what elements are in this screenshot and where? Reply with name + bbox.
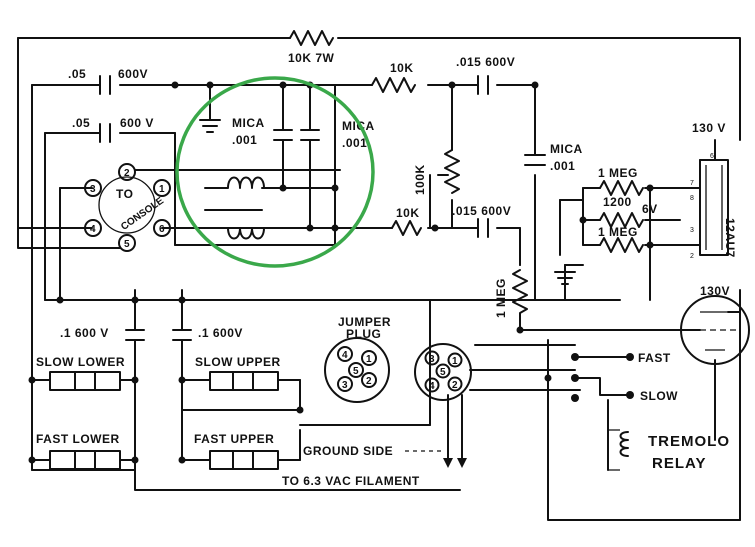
svg-text:2: 2 xyxy=(366,376,372,387)
resistor-upper-label: 10K xyxy=(390,61,414,75)
coupling-bottom-label: .015 600V xyxy=(452,204,511,218)
mica-right-name: MICA xyxy=(342,119,375,133)
resistor-grid1-label: 1 MEG xyxy=(598,166,638,180)
ground-side-note: GROUND SIDE xyxy=(303,444,393,458)
svg-text:4: 4 xyxy=(342,350,348,361)
cap-mica-left: MICA .001 xyxy=(199,116,293,147)
mica-right-value: .001 xyxy=(342,136,367,150)
svg-text:3: 3 xyxy=(690,227,694,234)
resistor-top-label: 10K 7W xyxy=(288,51,335,65)
svg-text:8: 8 xyxy=(690,195,694,202)
jumper-title-1: JUMPER xyxy=(338,315,391,329)
svg-text:5: 5 xyxy=(124,239,130,250)
resistor-plate-label: 1 MEG xyxy=(494,278,508,318)
svg-text:2: 2 xyxy=(452,380,458,391)
svg-text:6: 6 xyxy=(710,153,714,160)
resistor-cathode: 1200 6V xyxy=(599,195,658,228)
fast-lower-label: FAST LOWER xyxy=(36,432,120,446)
resistor-lower-label: 10K xyxy=(396,206,420,220)
console-to-label: TO xyxy=(116,187,133,201)
fast-upper-label: FAST UPPER xyxy=(194,432,274,446)
thyratron-tube: 130V xyxy=(680,284,750,365)
svg-text:5: 5 xyxy=(440,367,446,378)
slow-upper-label: SLOW UPPER xyxy=(195,355,281,369)
thyratron-voltage: 130V xyxy=(700,284,730,298)
mica3-value: .001 xyxy=(550,159,575,173)
mica3-name: MICA xyxy=(550,142,583,156)
cap-coupling-top: .015 600V xyxy=(456,55,515,95)
svg-text:2: 2 xyxy=(124,168,130,179)
octal-socket: 3 1 5 4 2 xyxy=(414,343,472,468)
cap-coupling-bottom: .015 600V xyxy=(452,204,511,238)
svg-text:2: 2 xyxy=(690,253,694,260)
resistor-grid2-label: 1 MEG xyxy=(598,225,638,239)
fast-label: FAST xyxy=(638,351,671,365)
resistor-lower-10k: 10K xyxy=(391,206,422,236)
svg-text:6: 6 xyxy=(159,224,165,235)
tube-voltage: 130 V xyxy=(692,121,726,135)
highlight-circle xyxy=(175,76,375,268)
cap-c3: .1 600 V xyxy=(60,326,145,341)
relay-label: RELAY xyxy=(652,455,706,472)
cap-mica-right: MICA .001 xyxy=(300,119,375,150)
cap-c2-value: .05 xyxy=(72,116,90,130)
switch-fast-upper: FAST UPPER xyxy=(194,432,279,470)
cap-c2-voltage: 600 V xyxy=(120,116,154,130)
slow-label: SLOW xyxy=(640,389,678,403)
cap-mica3: MICA .001 xyxy=(524,142,583,173)
ground-mica3 xyxy=(554,264,576,285)
tremolo-label: TREMOLO xyxy=(648,433,730,450)
pot-label: 100K xyxy=(413,164,427,195)
junctions xyxy=(28,81,654,464)
switch-slow-upper: SLOW UPPER xyxy=(195,355,281,391)
svg-text:4: 4 xyxy=(429,381,435,392)
mica-left-value: .001 xyxy=(232,133,257,147)
console-connector: 2 3 1 4 6 5 TO CONSOLE xyxy=(84,163,171,252)
svg-text:5: 5 xyxy=(353,366,359,377)
cap-c1-value: .05 xyxy=(68,67,86,81)
tremolo-relay: TREMOLO RELAY xyxy=(608,429,730,472)
svg-text:1: 1 xyxy=(452,356,458,367)
svg-text:4: 4 xyxy=(90,224,96,235)
cap-c2: .05 600 V xyxy=(72,116,154,143)
jumper-plug: JUMPER PLUG 4 1 5 3 2 xyxy=(324,315,391,403)
svg-text:7: 7 xyxy=(690,180,694,187)
switch-slow-lower: SLOW LOWER xyxy=(36,355,125,391)
resistor-upper-10k: 10K xyxy=(371,61,416,93)
cap-c4-label: .1 600V xyxy=(198,326,243,340)
resistor-top-10k-7w: 10K 7W xyxy=(288,30,335,65)
pot-100k: 100K xyxy=(413,149,460,229)
svg-text:3: 3 xyxy=(429,354,435,365)
resistor-grid2: 1 MEG xyxy=(598,225,644,253)
resistor-grid1: 1 MEG xyxy=(598,166,644,196)
mica-left-name: MICA xyxy=(232,116,265,130)
cap-c4: .1 600V xyxy=(172,326,243,341)
coil-assembly xyxy=(204,176,283,240)
cap-c1: .05 600V xyxy=(68,67,148,95)
svg-text:1: 1 xyxy=(159,184,165,195)
cathode-voltage: 6V xyxy=(642,202,658,216)
resistor-cathode-label: 1200 xyxy=(603,195,632,209)
coupling-top-label: .015 600V xyxy=(456,55,515,69)
tube-label: 12AU7 xyxy=(723,218,737,258)
slow-lower-label: SLOW LOWER xyxy=(36,355,125,369)
resistor-plate-load: 1 MEG xyxy=(494,269,528,321)
cap-c1-voltage: 600V xyxy=(118,67,148,81)
svg-text:3: 3 xyxy=(342,380,348,391)
cap-c3-label: .1 600 V xyxy=(60,326,109,340)
switch-fast-lower: FAST LOWER xyxy=(36,432,121,470)
tube-12au7: 12AU7 130 V 6 7 8 3 2 xyxy=(690,121,737,260)
filament-note: TO 6.3 VAC FILAMENT xyxy=(282,474,420,488)
svg-text:3: 3 xyxy=(90,184,96,195)
svg-text:1: 1 xyxy=(366,354,372,365)
